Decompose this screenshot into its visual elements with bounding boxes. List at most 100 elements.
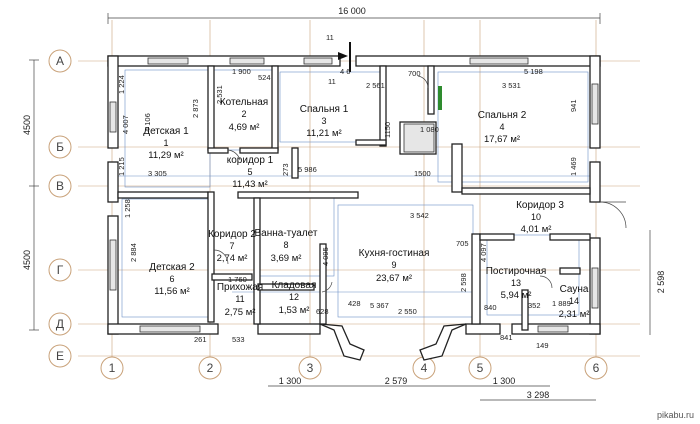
room-area: 11,43 м² — [232, 179, 267, 190]
axis-col-1: 1 — [109, 361, 116, 375]
dim-inner: 533 — [232, 335, 245, 344]
dim-left-top: 4500 — [22, 115, 32, 135]
room-number: 9 — [391, 260, 396, 270]
axis-col-3: 3 — [307, 361, 314, 375]
room-name: Спальня 2 — [478, 110, 527, 121]
dim-inner: 1 080 — [420, 125, 439, 134]
dim-inner: 841 — [500, 333, 513, 342]
room-name: Котельная — [220, 97, 268, 108]
dim-inner: 5 367 — [370, 301, 389, 310]
room-number: 1 — [163, 138, 168, 148]
dim-inner: 11 — [328, 77, 336, 86]
dim-inner: 840 — [484, 303, 497, 312]
dim-inner: 3 305 — [148, 169, 167, 178]
room-area: 2,31 м² — [559, 309, 590, 320]
axis-col-5: 5 — [477, 361, 484, 375]
axis-col-2: 2 — [207, 361, 214, 375]
dim-inner: 2 561 — [366, 81, 385, 90]
dim-bottom-2: 2 579 — [385, 376, 408, 386]
room-number: 8 — [283, 240, 288, 250]
dim-inner: 1 258 — [123, 199, 132, 218]
room-number: 5 — [247, 167, 252, 177]
room-number: 7 — [229, 241, 234, 251]
room-number: 4 — [499, 122, 504, 132]
room-name: Коридор 3 — [516, 200, 564, 211]
room-area: 2,75 м² — [225, 307, 256, 318]
axis-col-4: 4 — [421, 361, 428, 375]
room-number: 3 — [321, 116, 326, 126]
dim-inner: 4 095 — [321, 247, 330, 266]
axis-row-g: Г — [57, 263, 64, 277]
dim-inner: 4 007 — [121, 115, 130, 134]
room-area: 5,94 м² — [501, 290, 532, 301]
axis-row-e: Е — [56, 349, 64, 363]
dim-overall-width: 16 000 — [338, 6, 366, 16]
dim-inner: 1150 — [383, 122, 392, 138]
dim-inner: 1 224 — [117, 75, 126, 94]
room-name: Спальня 1 — [300, 104, 349, 115]
room-name: Постирочная — [486, 266, 547, 277]
dim-inner: 3 531 — [502, 81, 521, 90]
room-area: 2,74 м² — [217, 253, 248, 264]
room-name: Сауна — [560, 284, 589, 295]
axis-row-d: Д — [56, 317, 64, 331]
dim-inner: 149 — [536, 341, 549, 350]
dim-inner: 273 — [281, 163, 290, 176]
room-number: 12 — [289, 292, 299, 302]
dim-inner: 2 884 — [129, 243, 138, 262]
room-name: Ванна-туалет — [255, 228, 318, 239]
dim-inner: 4 6 — [340, 67, 350, 76]
dim-inner: 428 — [348, 299, 361, 308]
room-number: 6 — [169, 274, 174, 284]
dim-inner: 941 — [569, 99, 578, 112]
green-window-marker — [438, 86, 442, 110]
dim-inner: 2 550 — [398, 307, 417, 316]
room-name: коридор 1 — [227, 155, 274, 166]
room-number: 10 — [531, 212, 541, 222]
dim-inner: 1 215 — [117, 157, 126, 176]
dim-inner: 11 — [326, 33, 334, 42]
room-area: 23,67 м² — [376, 273, 412, 284]
room-name: Коридор 2 — [208, 229, 256, 240]
room-number: 2 — [241, 109, 246, 119]
dim-bottom-4: 3 298 — [527, 390, 550, 400]
dim-inner: 1 469 — [569, 157, 578, 176]
dim-inner: 700 — [408, 69, 421, 78]
room-name: Детская 2 — [149, 262, 195, 273]
dim-right: 2 598 — [656, 271, 666, 294]
dim-inner: 1 900 — [232, 67, 251, 76]
section-arrow-icon — [338, 52, 348, 60]
room-area: 3,69 м² — [271, 253, 302, 264]
dim-bottom-3: 1 300 — [493, 376, 516, 386]
dim-inner: 3 542 — [410, 211, 429, 220]
dim-inner: 261 — [194, 335, 207, 344]
room-number: 13 — [511, 278, 521, 288]
dim-inner: 5 986 — [298, 165, 317, 174]
dim-inner: 352 — [528, 301, 541, 310]
dim-inner: 5 198 — [524, 67, 543, 76]
axis-col-6: 6 — [593, 361, 600, 375]
dim-left-bottom: 4500 — [22, 250, 32, 270]
dim-inner: 1 760 — [228, 275, 247, 284]
dim-inner: 524 — [258, 73, 271, 82]
dim-inner: 2 873 — [191, 99, 200, 118]
room-area: 1,53 м² — [279, 305, 310, 316]
room-area: 11,56 м² — [154, 286, 189, 297]
room-area: 4,01 м² — [521, 224, 552, 235]
room-area: 4,69 м² — [229, 122, 260, 133]
room-name: Кухня-гостиная — [359, 248, 430, 259]
axis-row-v: В — [56, 179, 64, 193]
axis-row-a: А — [56, 54, 64, 68]
room-area: 17,67 м² — [484, 134, 520, 145]
dim-inner: 2 598 — [459, 273, 468, 292]
room-name: Прихожая — [217, 282, 263, 293]
dim-inner: 705 — [456, 239, 469, 248]
room-number: 14 — [569, 296, 579, 306]
room-area: 11,21 м² — [306, 128, 341, 139]
dim-inner: 4 097 — [479, 243, 488, 262]
dim-inner: 1 889 — [552, 299, 571, 308]
dim-bottom-1: 1 300 — [279, 376, 302, 386]
axis-row-b: Б — [56, 140, 64, 154]
dim-inner: 1500 — [414, 169, 431, 178]
